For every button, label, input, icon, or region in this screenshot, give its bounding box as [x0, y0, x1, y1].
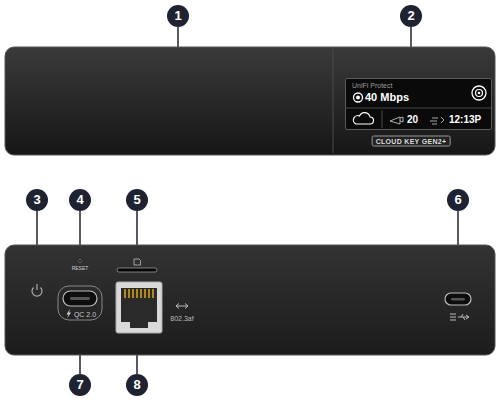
rj45-pins	[125, 289, 153, 298]
callout-number: 7	[69, 374, 91, 396]
rj45-port	[116, 282, 162, 333]
callout-number: 4	[69, 189, 91, 211]
port-label: 802.3af	[170, 315, 193, 322]
callout-number: 1	[167, 5, 189, 27]
usb-icon	[450, 314, 469, 320]
usb-c-port	[63, 291, 97, 306]
front-panel	[5, 47, 495, 155]
back-panel	[5, 245, 495, 355]
port-label: RESET	[72, 266, 89, 271]
network-arrow	[176, 304, 188, 309]
usb-c-port	[445, 293, 471, 305]
reset-hole	[79, 260, 82, 263]
lightning-icon	[67, 309, 72, 319]
power-icon	[32, 284, 42, 296]
callout-number: 5	[126, 189, 148, 211]
usb-c-tongue	[451, 298, 465, 301]
callout-number: 8	[126, 374, 148, 396]
usb-c-tongue	[70, 297, 90, 300]
display-value: 12:13P	[449, 115, 481, 125]
port-outline	[58, 286, 102, 320]
model-badge: CLOUD KEY GEN2+	[372, 136, 451, 147]
microsd-slot	[117, 268, 157, 272]
callout-number: 6	[447, 189, 469, 211]
panel-divider	[333, 49, 334, 153]
port-label: QC 2.0	[74, 311, 96, 318]
display-title: UniFi Protect	[352, 82, 392, 89]
callout-number: 3	[26, 189, 48, 211]
display-value: 20	[407, 115, 418, 125]
display-value: 40 Mbps	[365, 92, 409, 103]
sd-icon	[134, 259, 141, 265]
rj45-cavity	[121, 288, 157, 328]
lcd-display: UniFi Protect 40 Mbps 20 12:13P	[345, 78, 492, 130]
callout-number: 2	[400, 5, 422, 27]
